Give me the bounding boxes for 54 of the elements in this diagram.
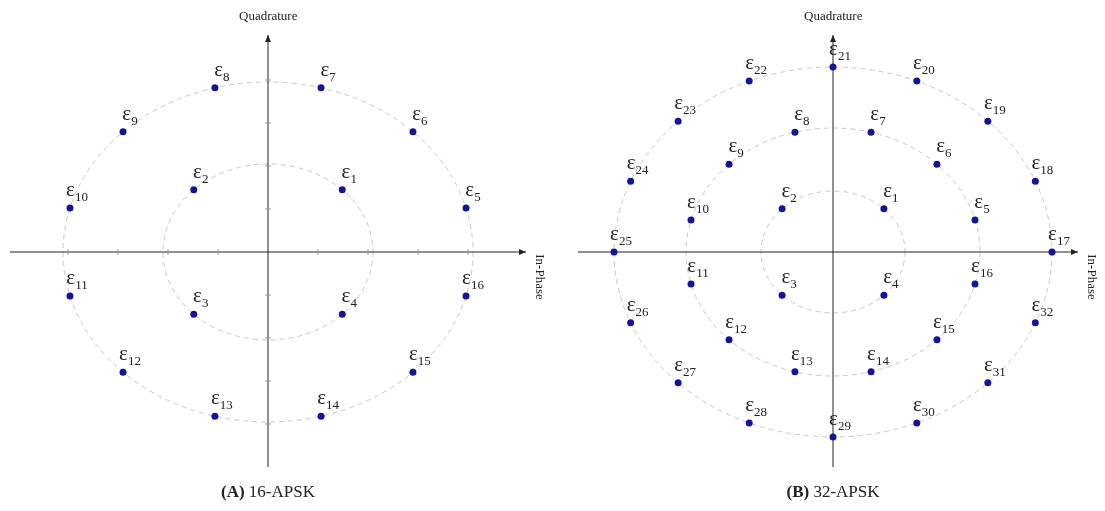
point-label: ε$_{31}$ [983,351,1006,380]
point-label: ε$_{15}$ [409,341,431,370]
point-label: ε$_{7}$ [870,101,886,130]
axis-label: In-Phase [1083,254,1100,300]
point-label: ε$_{2}$ [781,177,797,206]
point-label: ε$_{10}$ [66,176,88,206]
point-label: ε$_{9}$ [122,100,138,129]
caption: (B) 32-APSK [786,482,880,502]
point-label: ε$_{12}$ [725,308,747,337]
point-label: ε$_{29}$ [829,405,851,435]
axis-label: In-Phase [531,254,548,300]
point-label: ε$_{15}$ [933,308,955,337]
point-label: ε$_{11}$ [687,253,709,282]
point-label: ε$_{3}$ [781,264,797,293]
point-label: ε$_{25}$ [610,220,632,250]
point-label: ε$_{22}$ [745,50,768,79]
point-label: ε$_{21}$ [829,35,851,65]
point-label: ε$_{14}$ [867,340,889,369]
point-label: ε$_{24}$ [626,150,649,179]
point-label: ε$_{4}$ [341,283,357,312]
point-label: ε$_{12}$ [119,341,141,370]
point-label: ε$_{11}$ [66,264,88,294]
axis-label: Quadrature [239,8,298,24]
point-label: ε$_{17}$ [1048,220,1070,250]
point-label: ε$_{1}$ [883,177,899,206]
point-label: ε$_{18}$ [1031,150,1054,179]
point-label: ε$_{27}$ [674,351,697,380]
point-label: ε$_{8}$ [794,101,810,130]
point-label: ε$_{13}$ [211,385,233,414]
point-label: ε$_{20}$ [912,50,935,79]
point-label: ε$_{8}$ [214,56,230,85]
point-label: ε$_{32}$ [1031,291,1054,320]
point-label: ε$_{16}$ [971,253,993,282]
point-label: ε$_{6}$ [936,133,952,162]
caption: (A) 16-APSK [221,482,315,502]
point-label: ε$_{30}$ [912,391,935,420]
point-label: ε$_{5}$ [974,188,990,217]
point-label: ε$_{1}$ [341,158,357,187]
point-label: ε$_{7}$ [320,56,336,85]
point-label: ε$_{4}$ [883,264,899,293]
point-label: ε$_{14}$ [317,385,339,414]
point-label: ε$_{3}$ [193,283,209,312]
point-label: ε$_{2}$ [193,158,209,187]
point-label: ε$_{23}$ [674,90,697,119]
point-label: ε$_{16}$ [462,264,484,294]
point-label: ε$_{10}$ [687,188,709,217]
point-label: ε$_{28}$ [745,391,768,420]
point-label: ε$_{9}$ [728,133,744,162]
point-label: ε$_{13}$ [791,340,813,369]
point-label: ε$_{19}$ [983,90,1006,119]
point-label: ε$_{5}$ [465,176,481,206]
point-label: ε$_{6}$ [412,100,428,129]
point-label: ε$_{26}$ [626,291,649,320]
axis-label: Quadrature [804,8,863,24]
